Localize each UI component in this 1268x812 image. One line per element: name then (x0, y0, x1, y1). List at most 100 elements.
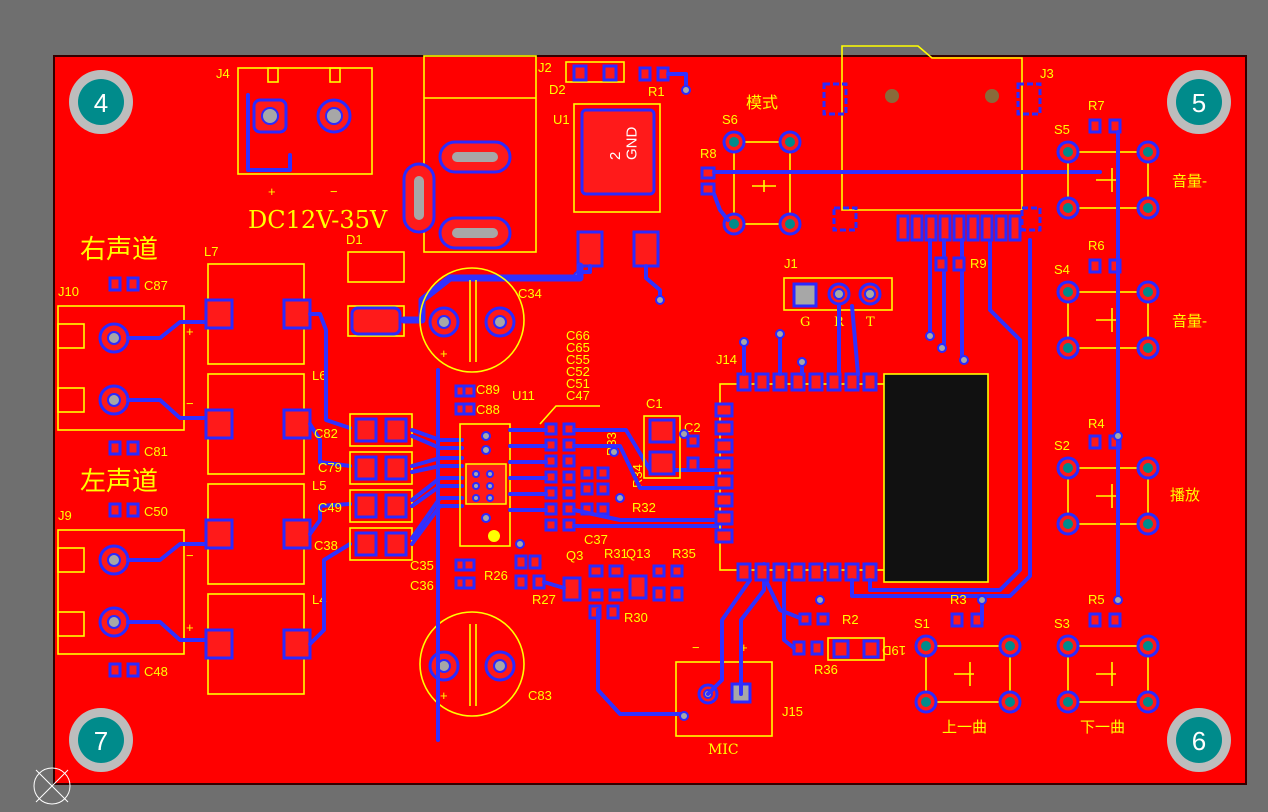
svg-text:R27: R27 (532, 592, 556, 607)
svg-text:R34: R34 (630, 464, 645, 488)
transistor-q3-q13: Q3 R31 Q13 R35 R30 (542, 546, 696, 625)
cap-stack-labels: C66 C65 C55 C52 C51 C47 (539, 328, 600, 425)
svg-text:C83: C83 (528, 688, 552, 703)
svg-text:音量-: 音量- (1172, 312, 1207, 330)
svg-text:C66: C66 (566, 328, 590, 343)
svg-text:L5: L5 (312, 478, 326, 493)
svg-text:C65: C65 (566, 340, 590, 355)
svg-text:G: G (800, 315, 810, 330)
svg-text:上一曲: 上一曲 (942, 718, 987, 736)
svg-text:C87: C87 (144, 278, 168, 293)
svg-text:模式: 模式 (746, 93, 778, 112)
svg-text:C79: C79 (318, 460, 342, 475)
svg-text:R8: R8 (700, 146, 717, 161)
svg-text:J14: J14 (716, 352, 737, 367)
capacitor-c1-c2: C1 C2 (643, 396, 701, 479)
svg-text:R9: R9 (970, 256, 987, 271)
svg-text:6: 6 (1192, 726, 1206, 756)
svg-text:+: + (268, 184, 276, 199)
svg-text:S3: S3 (1054, 616, 1070, 631)
bt-module-j14: J14 (714, 238, 1032, 598)
svg-text:R6: R6 (1088, 238, 1105, 253)
svg-text:L6: L6 (312, 368, 326, 383)
power-rating-label: DC12V-35V (248, 206, 388, 234)
svg-text:D1: D1 (346, 232, 363, 247)
svg-text:C37: C37 (584, 532, 608, 547)
sd-card-j3: J3 R9 (822, 45, 1054, 365)
svg-text:S4: S4 (1054, 262, 1070, 277)
svg-text:C38: C38 (314, 538, 338, 553)
r2-r36: R2 R36 19D (758, 566, 906, 677)
svg-text:7: 7 (94, 726, 108, 756)
capacitor-c34: + C34 (419, 267, 542, 373)
passive-grid: R33 R34 R32 C37 (508, 422, 722, 547)
switch-s2-play: S2 R4 播放 (1054, 416, 1200, 536)
mounting-hole-5: 5 (1167, 70, 1231, 134)
speaker-connector-j9: J9 C50 C48 (57, 502, 212, 679)
power-connector-j4: J4 + − DC12V-35V (216, 66, 388, 234)
svg-text:−: − (186, 548, 194, 563)
svg-text:L7: L7 (204, 244, 218, 259)
switch-s1-prev: S1 R3 上一曲 (914, 592, 1022, 736)
svg-text:J1: J1 (784, 256, 798, 271)
origin-marker (33, 767, 71, 805)
svg-text:2GND: 2GND (607, 127, 641, 161)
svg-text:R30: R30 (624, 610, 648, 625)
svg-text:U1: U1 (553, 112, 570, 127)
svg-text:+: + (740, 640, 748, 655)
output-caps: C82 C79 C49 C38 (314, 413, 413, 561)
svg-text:C88: C88 (476, 402, 500, 417)
svg-text:R1: R1 (648, 84, 665, 99)
amplifier-u11: U11 C89 C88 C35 C36 R26 R27 (410, 382, 556, 607)
svg-text:C50: C50 (144, 504, 168, 519)
svg-text:J3: J3 (1040, 66, 1054, 81)
svg-text:C89: C89 (476, 382, 500, 397)
svg-text:C36: C36 (410, 578, 434, 593)
svg-text:−: − (330, 184, 338, 199)
svg-text:C49: C49 (318, 500, 342, 515)
svg-text:D2: D2 (549, 82, 566, 97)
uart-header-j1: J1 G R T (783, 256, 893, 376)
svg-text:播放: 播放 (1170, 486, 1200, 504)
mounting-hole-7: 7 (69, 708, 133, 772)
svg-text:C55: C55 (566, 352, 590, 367)
svg-text:+: + (440, 688, 448, 703)
mic-label: MIC (708, 742, 739, 758)
svg-text:J9: J9 (58, 508, 72, 523)
mounting-hole-4: 4 (69, 70, 133, 134)
dc-jack (402, 55, 537, 253)
svg-text:C34: C34 (518, 286, 542, 301)
svg-text:−: − (186, 396, 194, 411)
right-channel-label: 右声道 (80, 235, 158, 265)
svg-text:R26: R26 (484, 568, 508, 583)
svg-text:C47: C47 (566, 388, 590, 403)
svg-text:R31: R31 (604, 546, 628, 561)
svg-text:下一曲: 下一曲 (1080, 718, 1125, 736)
svg-text:J4: J4 (216, 66, 230, 81)
svg-text:R35: R35 (672, 546, 696, 561)
svg-text:R5: R5 (1088, 592, 1105, 607)
mounting-hole-6: 6 (1167, 708, 1231, 772)
svg-text:C81: C81 (144, 444, 168, 459)
switch-s4-vol-up: S4 R6 音量- (1054, 238, 1207, 360)
svg-text:C82: C82 (314, 426, 338, 441)
svg-text:S6: S6 (722, 112, 738, 127)
switch-s6-mode: 模式 S6 R8 (700, 93, 1102, 236)
led-indicator: J2 D2 R1 (538, 60, 691, 99)
svg-text:T: T (866, 315, 875, 330)
svg-text:−: − (692, 640, 700, 655)
svg-text:C52: C52 (566, 364, 590, 379)
svg-text:R3: R3 (950, 592, 967, 607)
svg-text:音量-: 音量- (1172, 172, 1207, 190)
switch-s5-vol-down: S5 R7 音量- (1054, 98, 1207, 220)
svg-text:+: + (186, 324, 194, 339)
svg-text:R7: R7 (1088, 98, 1105, 113)
svg-text:R32: R32 (632, 500, 656, 515)
svg-text:S5: S5 (1054, 122, 1070, 137)
svg-text:S1: S1 (914, 616, 930, 631)
svg-text:R36: R36 (814, 662, 838, 677)
svg-text:Q3: Q3 (566, 548, 583, 563)
speaker-connector-j10: J10 C87 C81 (57, 276, 212, 459)
svg-text:5: 5 (1192, 88, 1206, 118)
